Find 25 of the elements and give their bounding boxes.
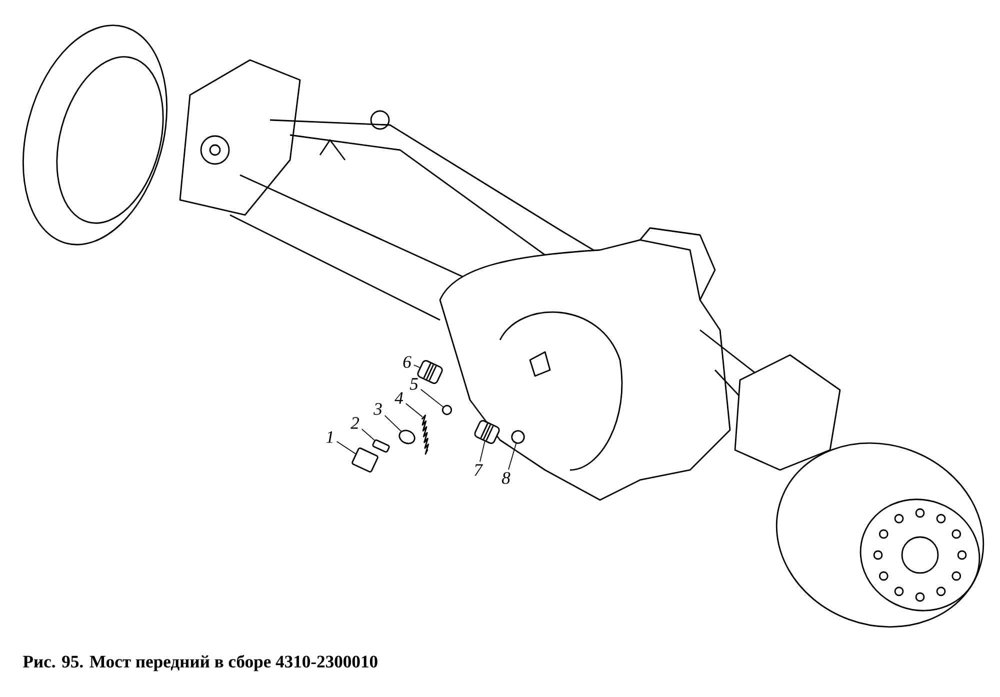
leader-line: [413, 364, 420, 368]
leader-line: [361, 428, 375, 440]
callout-number: 5: [410, 378, 418, 390]
leader-line: [480, 440, 486, 462]
leader-line: [405, 403, 423, 418]
caption: Рис. 95. Мост передний в сборе 4310-2300010: [23, 654, 378, 672]
leader-line: [336, 441, 356, 454]
plug-drawing: [417, 360, 443, 384]
leader-line: [508, 443, 517, 470]
callout-number: 8: [502, 472, 510, 484]
callout-number: 7: [474, 464, 483, 476]
plug-drawing: [474, 420, 500, 444]
housing-lug-drawing: [511, 430, 525, 444]
callout-number: 3: [374, 403, 382, 415]
callout-number: 6: [403, 356, 412, 368]
plug-drawing: [352, 447, 378, 473]
ball-drawing: [442, 404, 452, 416]
leader-line: [420, 388, 444, 408]
leader-line: [384, 415, 402, 432]
pin-drawing: [372, 439, 390, 453]
spring-drawing: [421, 414, 430, 455]
callout-number: 2: [350, 417, 360, 429]
washer-drawing: [398, 430, 416, 444]
callout-number: 4: [394, 392, 404, 404]
callout-number: 1: [326, 431, 332, 443]
